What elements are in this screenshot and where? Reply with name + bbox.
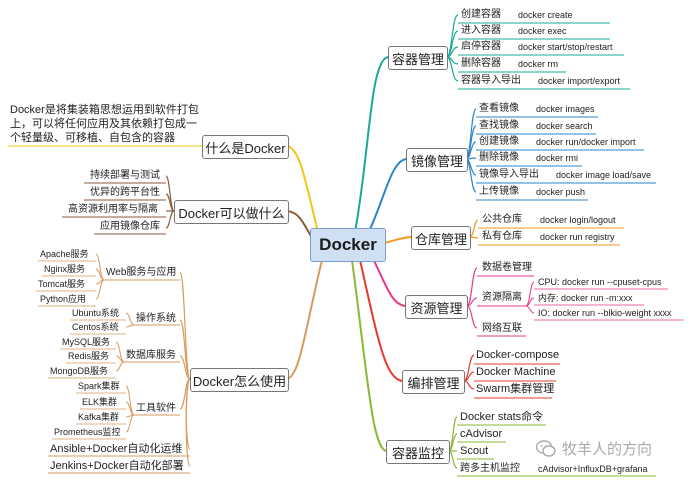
docker-description: Docker是将集装箱思想运用到软件打包上，可以将任何应用及其依赖打包成一个轻量…	[10, 104, 199, 144]
resource-isolation-label: 资源隔离	[482, 292, 522, 303]
os-label: 操作系统	[136, 313, 176, 324]
resource-management-node: 资源管理	[405, 295, 468, 319]
image-item-label: 上传镜像	[479, 186, 519, 197]
container-item-label: 进入容器	[461, 25, 501, 36]
database-item: MySQL服务	[62, 337, 111, 347]
monitoring-item: cAdvisor	[460, 428, 503, 440]
container-monitoring-node: 容器监控	[386, 440, 450, 464]
what-can-docker-do-node: Docker可以做什么	[174, 200, 289, 224]
container-item-cmd: docker rm	[518, 59, 559, 69]
orchestration-item: Docker-compose	[476, 349, 560, 361]
web-services-label: Web服务与应用	[106, 267, 177, 278]
web-service-item: Nginx服务	[44, 264, 86, 274]
image-item-cmd: docker images	[536, 104, 595, 114]
image-item-label: 创建镜像	[479, 136, 519, 147]
cross-host-monitoring-cmd: cAdvisor+InfluxDB+grafana	[538, 464, 648, 474]
data-volume-label: 数据卷管理	[482, 262, 532, 273]
image-item-cmd: docker rmi	[536, 153, 579, 163]
container-item-label: 容器导入导出	[461, 75, 521, 86]
registry-management-node: 仓库管理	[411, 226, 471, 250]
image-item-label: 镜像导入导出	[479, 169, 539, 180]
central-topic-docker: Docker	[310, 228, 386, 262]
tools-label: 工具软件	[136, 403, 176, 414]
image-item-label: 查找镜像	[479, 120, 519, 131]
jenkins-item: Jenkins+Docker自动化部署	[50, 460, 184, 472]
container-item-cmd: docker start/stop/restart	[518, 42, 613, 52]
tool-item: Prometheus监控	[54, 427, 121, 437]
isolation-io-item: IO: docker run --blkio-weight xxxx	[538, 308, 672, 318]
database-item: Redis服务	[68, 351, 110, 361]
tool-item: Kafka集群	[78, 412, 120, 422]
image-item-cmd: docker run/docker import	[536, 137, 636, 147]
monitoring-item: Scout	[460, 445, 489, 457]
orchestration-management-node: 编排管理	[402, 370, 465, 394]
web-service-item: Apache服务	[40, 249, 89, 259]
can-do-item: 持续部署与测试	[90, 170, 160, 181]
orchestration-item: Swarm集群管理	[476, 383, 555, 395]
orchestration-item: Docker Machine	[476, 366, 556, 378]
network-interconnect-label: 网络互联	[482, 323, 522, 334]
watermark-text: 牧羊人的方向	[562, 441, 653, 458]
registry-item-label: 私有仓库	[482, 231, 522, 242]
database-services-label: 数据库服务	[126, 350, 176, 361]
container-item-label: 启停容器	[461, 41, 501, 52]
watermark: 牧羊人的方向	[536, 438, 652, 459]
can-do-item: 高资源利用率与隔离	[68, 204, 158, 215]
container-item-label: 创建容器	[461, 9, 501, 20]
container-management-node: 容器管理	[388, 46, 448, 70]
cross-host-monitoring-label: 跨多主机监控	[460, 463, 520, 474]
container-item-label: 删除容器	[461, 58, 501, 69]
image-item-cmd: docker image load/save	[556, 170, 652, 180]
container-item-cmd: docker exec	[518, 26, 567, 36]
can-do-item: 优异的跨平台性	[90, 187, 160, 198]
container-item-cmd: docker create	[518, 10, 573, 20]
web-service-item: Tomcat服务	[38, 279, 86, 289]
monitoring-item: Docker stats命令	[460, 411, 544, 423]
can-do-item: 应用镜像仓库	[100, 221, 160, 232]
isolation-cpu-item: CPU: docker run --cpuset-cpus	[538, 277, 662, 287]
how-to-use-docker-node: Docker怎么使用	[190, 368, 289, 392]
image-item-label: 查看镜像	[479, 103, 519, 114]
os-item: Ubuntu系统	[72, 308, 120, 318]
isolation-memory-item: 内存: docker run -m:xxx	[538, 293, 633, 303]
registry-item-cmd: docker run registry	[540, 232, 615, 242]
tool-item: ELK集群	[82, 397, 118, 407]
image-item-cmd: docker search	[536, 121, 593, 131]
image-item-label: 删除镜像	[479, 152, 519, 163]
database-item: MongoDB服务	[50, 366, 109, 376]
image-management-node: 镜像管理	[406, 148, 468, 172]
tool-item: Spark集群	[78, 381, 120, 391]
registry-item-cmd: docker login/logout	[540, 215, 616, 225]
image-item-cmd: docker push	[536, 187, 586, 197]
ansible-item: Ansible+Docker自动化运维	[50, 443, 183, 455]
wechat-icon	[536, 439, 556, 457]
container-item-cmd: docker import/export	[538, 76, 621, 86]
registry-item-label: 公共仓库	[482, 214, 522, 225]
os-item: Centos系统	[72, 322, 119, 332]
web-service-item: Python应用	[40, 294, 87, 304]
what-is-docker-node: 什么是Docker	[202, 135, 289, 159]
